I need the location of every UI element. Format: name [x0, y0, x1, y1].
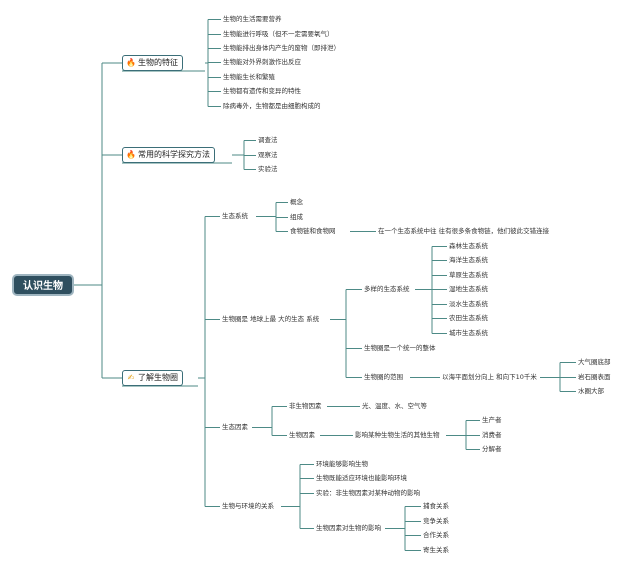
branch-label: 生物的特征	[138, 58, 178, 67]
range-node[interactable]: 生物圈的范围	[364, 373, 403, 381]
leaf-node[interactable]: 岩石圈表面	[578, 373, 611, 381]
leaf-node[interactable]: 生产者	[482, 416, 502, 424]
leaf-node[interactable]: 寄生关系	[423, 546, 449, 554]
ecosystem-node[interactable]: 生态系统	[222, 212, 248, 220]
leaf-node[interactable]: 捕食关系	[423, 502, 449, 510]
leaf-node[interactable]: 生物能对外界刺激作出反应	[223, 58, 301, 66]
leaf-node[interactable]: 海洋生态系统	[449, 256, 488, 264]
biotic-node[interactable]: 生物因素	[289, 431, 315, 439]
branch-label: 常用的科学探究方法	[138, 150, 210, 159]
leaf-node[interactable]: 实验：非生物因素对某种动物的影响	[316, 489, 420, 497]
leaf-node[interactable]: 生物能进行呼吸（但不一定需要氧气）	[223, 30, 334, 38]
leaf-node[interactable]: 环境能够影响生物	[316, 460, 368, 468]
leaf-node[interactable]: 调查法	[258, 136, 278, 144]
foodweb-note[interactable]: 在一个生态系统中往 往有很多条食物链，他们彼此交错连接	[378, 227, 550, 235]
leaf-node[interactable]: 观察法	[258, 151, 278, 159]
leaf-node[interactable]: 农田生态系统	[449, 314, 488, 322]
leaf-node[interactable]: 合作关系	[423, 531, 449, 539]
biotic-desc[interactable]: 影响某种生物生活的其他生物	[355, 431, 440, 439]
leaf-node[interactable]: 生物能生长和繁殖	[223, 73, 275, 81]
branch-label: 了解生物圈	[138, 373, 178, 382]
abiotic-desc[interactable]: 光、温度、水、空气等	[362, 402, 427, 410]
relation-node[interactable]: 生物与环境的关系	[222, 502, 274, 510]
leaf-node[interactable]: 除病毒外，生物都是由细胞构成的	[223, 102, 321, 110]
leaf-node[interactable]: 组成	[290, 213, 303, 221]
leaf-node[interactable]: 水圈大部	[578, 387, 604, 395]
factors-node[interactable]: 生态因素	[222, 423, 248, 431]
leaf-node[interactable]: 淡水生态系统	[449, 300, 488, 308]
leaf-node[interactable]: 湿地生态系统	[449, 285, 488, 293]
leaf-node[interactable]: 生物能排出身体内产生的废物（即排泄）	[223, 44, 340, 52]
leaf-node[interactable]: 森林生态系统	[449, 242, 488, 250]
hand-icon: ✍	[127, 373, 135, 382]
leaf-node[interactable]: 大气圈底部	[578, 358, 611, 366]
leaf-node[interactable]: 生物都有遗传和变异的特性	[223, 87, 301, 95]
leaf-node[interactable]: 概念	[290, 198, 303, 206]
leaf-node[interactable]: 草原生态系统	[449, 271, 488, 279]
leaf-node[interactable]: 食物链和食物网	[290, 227, 336, 235]
leaf-node[interactable]: 生物的生活需要营养	[223, 15, 282, 23]
branch-biosphere[interactable]: ✍了解生物圈	[122, 370, 183, 386]
between-node[interactable]: 生物因素对生物的影响	[316, 524, 381, 532]
range-desc[interactable]: 以海平面划分向上 和向下10千米	[442, 373, 537, 381]
abiotic-node[interactable]: 非生物因素	[289, 402, 322, 410]
leaf-node[interactable]: 竞争关系	[423, 517, 449, 525]
biosphere-node[interactable]: 生物圈是 地球上最 大的生态 系统	[222, 315, 320, 323]
root-node[interactable]: 认识生物	[12, 274, 74, 296]
leaf-node[interactable]: 消费者	[482, 431, 502, 439]
flame-icon: 🔥	[126, 58, 136, 67]
leaf-node[interactable]: 城市生态系统	[449, 329, 488, 337]
branch-methods[interactable]: 🔥常用的科学探究方法	[122, 147, 215, 163]
flame-icon: 🔥	[126, 150, 136, 159]
leaf-node[interactable]: 分解者	[482, 445, 502, 453]
leaf-node[interactable]: 实验法	[258, 165, 278, 173]
branch-characteristics[interactable]: 🔥生物的特征	[122, 55, 183, 71]
unified-whole-node[interactable]: 生物圈是一个统一的整体	[364, 344, 436, 352]
diverse-ecosystems-node[interactable]: 多样的生态系统	[364, 285, 410, 293]
leaf-node[interactable]: 生物既能适应环境也能影响环境	[316, 474, 407, 482]
